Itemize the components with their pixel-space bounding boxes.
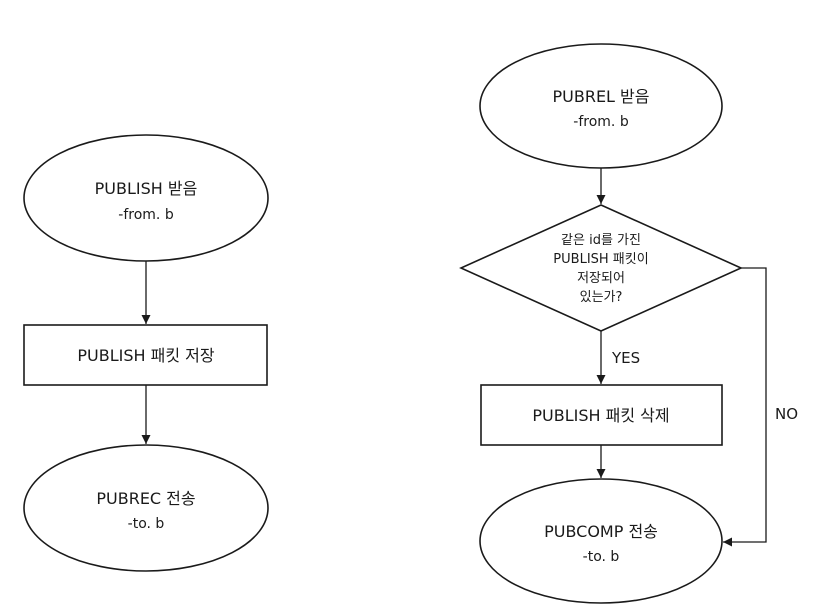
publish-received-title: PUBLISH 받음 <box>95 179 198 198</box>
pubrec-send-subtitle: -to. b <box>128 516 165 532</box>
pubrec-send-title: PUBREC 전송 <box>96 489 195 508</box>
pubrec-send-node <box>23 444 269 572</box>
decision-node <box>459 204 743 332</box>
delete-publish-packet-label: PUBLISH 패킷 삭제 <box>532 406 669 425</box>
arrow-no <box>723 267 767 547</box>
pubrel-received-node <box>479 43 723 169</box>
yes-label: YES <box>611 349 640 367</box>
decision-line-4: 있는가? <box>580 290 623 305</box>
pubcomp-send-title: PUBCOMP 전송 <box>544 522 658 541</box>
publish-received-node <box>23 134 269 262</box>
pubrel-received-title: PUBREL 받음 <box>552 87 649 106</box>
pubrel-received-subtitle: -from. b <box>573 114 629 130</box>
decision-line-3: 저장되어 <box>577 271 625 286</box>
decision-line-1: 같은 id를 가진 <box>561 233 641 248</box>
publish-received-subtitle: -from. b <box>118 207 174 223</box>
no-label: NO <box>775 405 798 423</box>
pubcomp-send-node <box>479 478 723 604</box>
decision-line-2: PUBLISH 패킷이 <box>553 252 648 267</box>
pubcomp-send-subtitle: -to. b <box>583 549 620 565</box>
store-publish-packet-label: PUBLISH 패킷 저장 <box>77 346 214 365</box>
